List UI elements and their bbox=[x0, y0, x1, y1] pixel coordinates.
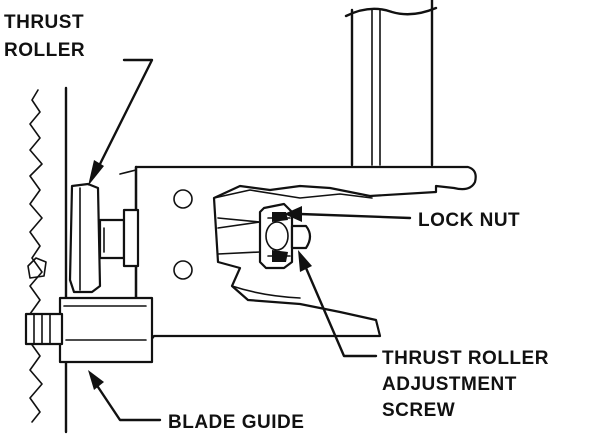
label-adjustment-line3: SCREW bbox=[382, 400, 455, 421]
blade-guide-block-icon bbox=[24, 296, 154, 364]
blade-saw-teeth-icon bbox=[27, 86, 68, 434]
lock-nut-icon bbox=[258, 202, 294, 270]
mounting-holes bbox=[173, 189, 193, 280]
guide-block-body bbox=[119, 165, 477, 353]
leader-blade-guide bbox=[88, 370, 162, 422]
leader-adjustment-screw bbox=[298, 250, 378, 358]
label-thrust-roller-line1: THRUST bbox=[4, 12, 84, 33]
label-adjustment-line1: THRUST ROLLER bbox=[382, 348, 549, 369]
guide-post bbox=[344, 0, 438, 167]
leader-lock-nut bbox=[284, 206, 412, 222]
label-lock-nut: LOCK NUT bbox=[418, 210, 520, 231]
label-blade-guide: BLADE GUIDE bbox=[168, 412, 304, 433]
leader-thrust-roller bbox=[88, 58, 154, 186]
thrust-roller-wheel-icon bbox=[68, 182, 140, 294]
label-thrust-roller-line2: ROLLER bbox=[4, 40, 85, 61]
adjustment-screw-icon bbox=[217, 217, 312, 255]
label-adjustment-line2: ADJUSTMENT bbox=[382, 374, 517, 395]
